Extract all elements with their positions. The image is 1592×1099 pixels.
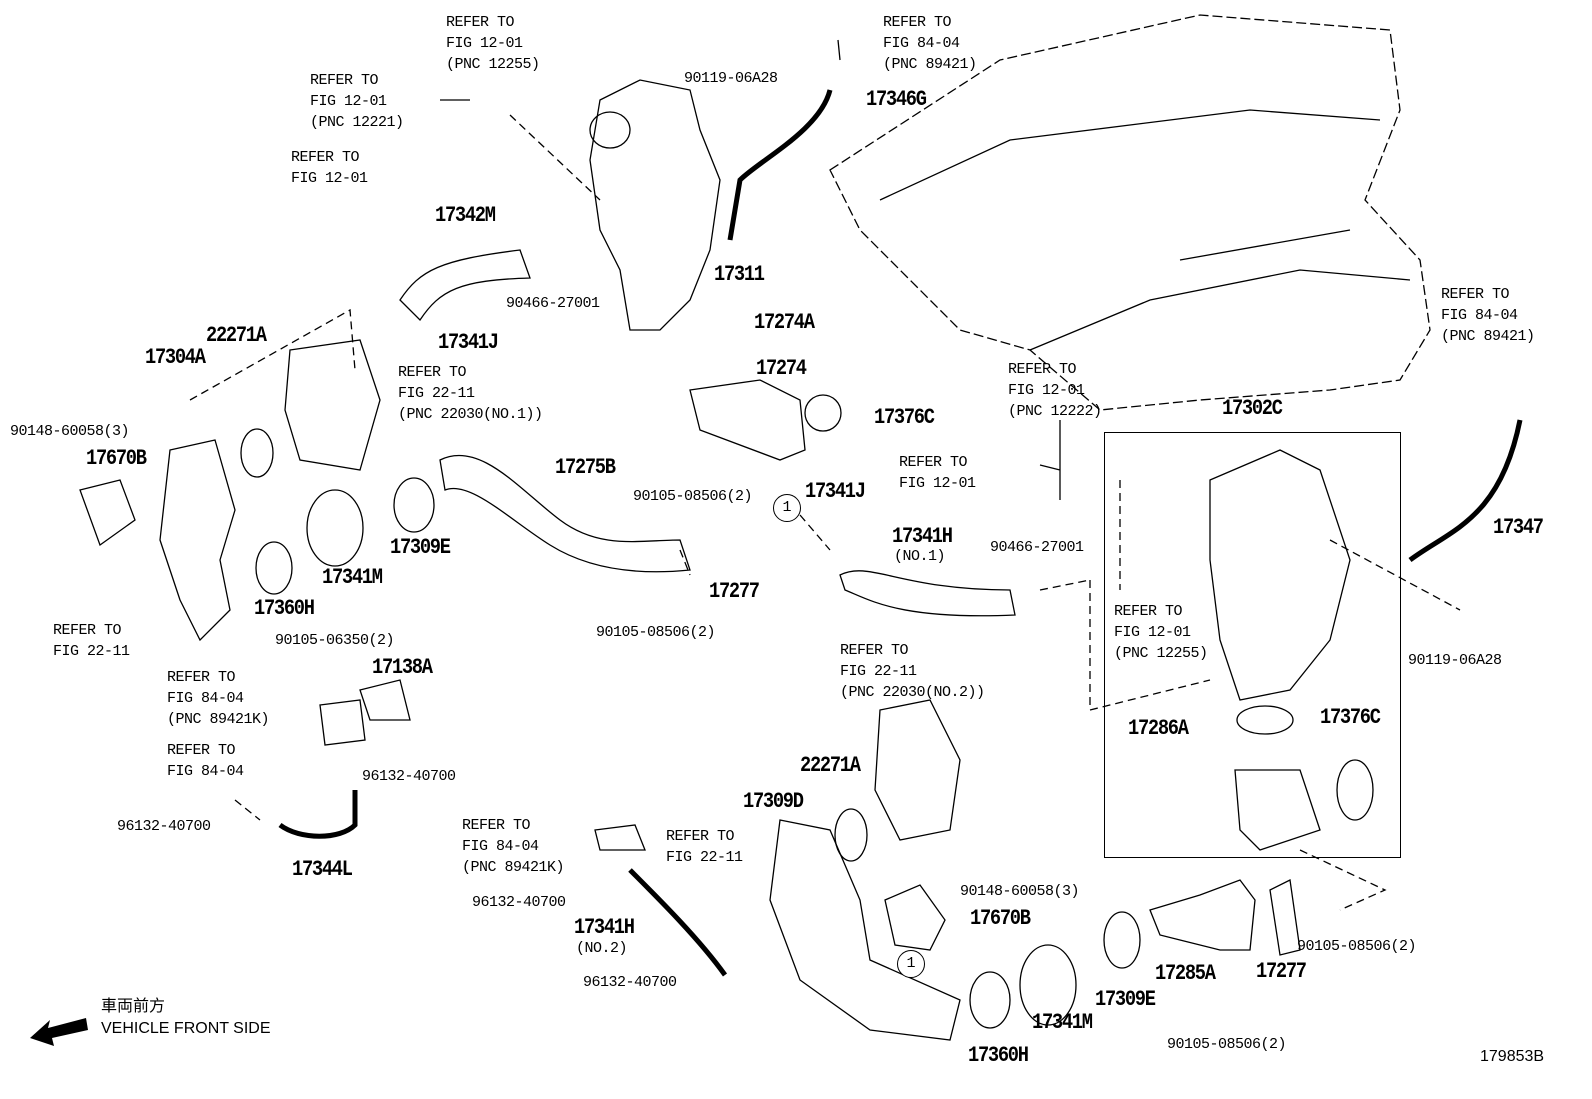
ref-label: REFER TO FIG 22-11 (PNC 22030(NO.1)) <box>398 364 543 423</box>
ref-label: REFER TO FIG 84-04 (PNC 89421) <box>1441 286 1535 345</box>
part-label[interactable]: 17341J <box>805 479 866 504</box>
part-label[interactable]: 17309D <box>743 789 804 814</box>
part-label[interactable]: 90119-06A28 <box>1408 652 1502 669</box>
part-label[interactable]: 17311 <box>714 262 765 287</box>
part-label[interactable]: 90105-06350(2) <box>275 632 395 649</box>
part-label[interactable]: 17138A <box>372 655 433 680</box>
ref-label: REFER TO FIG 84-04 (PNC 89421K) <box>462 817 565 876</box>
callout-marker: 1 <box>897 950 925 978</box>
part-label[interactable]: 17360H <box>968 1043 1029 1068</box>
ref-label: REFER TO FIG 22-11 (PNC 22030(NO.2)) <box>840 642 985 701</box>
ref-label: REFER TO FIG 22-11 <box>666 828 743 866</box>
illustration-code: 179853B <box>1480 1048 1545 1065</box>
engine-outline <box>829 14 1431 411</box>
part-label[interactable]: 17309E <box>1095 987 1156 1012</box>
part-label[interactable]: 17341H <box>892 524 953 549</box>
part-label[interactable]: 17342M <box>435 203 496 228</box>
part-label[interactable]: 17341H <box>574 915 635 940</box>
ref-label: REFER TO FIG 12-01 (PNC 12255) <box>1114 603 1208 662</box>
part-label[interactable]: 96132-40700 <box>583 974 677 991</box>
part-label[interactable]: 17346G <box>866 87 927 112</box>
part-label[interactable]: 96132-40700 <box>117 818 211 835</box>
vehicle-front-side-legend: 車両前方 VEHICLE FRONT SIDE <box>101 998 271 1037</box>
assembly-17302c-frame <box>1104 432 1401 858</box>
arrow-left-icon <box>30 1018 88 1046</box>
part-note: (NO.1) <box>894 548 946 565</box>
ref-label: REFER TO FIG 84-04 (PNC 89421K) <box>167 669 270 728</box>
part-label[interactable]: 17376C <box>1320 705 1381 730</box>
ref-label: REFER TO FIG 12-01 <box>899 454 976 492</box>
part-label[interactable]: 22271A <box>800 753 861 778</box>
part-label[interactable]: 90105-08506(2) <box>1297 938 1417 955</box>
part-label[interactable]: 17360H <box>254 596 315 621</box>
part-label[interactable]: 17341M <box>322 565 383 590</box>
part-label[interactable]: 90148-60058(3) <box>960 883 1080 900</box>
part-label[interactable]: 17274A <box>754 310 815 335</box>
callout-marker: 1 <box>773 494 801 522</box>
ref-label: REFER TO FIG 84-04 (PNC 89421) <box>883 14 977 73</box>
part-label[interactable]: 90105-08506(2) <box>596 624 716 641</box>
part-label[interactable]: 17277 <box>1256 959 1307 984</box>
part-label[interactable]: 17275B <box>555 455 616 480</box>
part-label[interactable]: 17302C <box>1222 396 1283 421</box>
water-pump-housing <box>589 79 721 331</box>
part-label[interactable]: 90466-27001 <box>506 295 600 312</box>
part-label[interactable]: 17670B <box>970 906 1031 931</box>
part-label[interactable]: 17304A <box>145 345 206 370</box>
part-label[interactable]: 17347 <box>1493 515 1544 540</box>
part-label[interactable]: 17286A <box>1128 716 1189 741</box>
ref-label: REFER TO FIG 84-04 <box>167 742 244 780</box>
part-label[interactable]: 17376C <box>874 405 935 430</box>
part-label[interactable]: 17309E <box>390 535 451 560</box>
part-label[interactable]: 90466-27001 <box>990 539 1084 556</box>
ref-label: REFER TO FIG 12-01 <box>291 149 368 187</box>
part-label[interactable]: 90105-08506(2) <box>1167 1036 1287 1053</box>
part-label[interactable]: 17670B <box>86 446 147 471</box>
part-label[interactable]: 96132-40700 <box>362 768 456 785</box>
part-label[interactable]: 90119-06A28 <box>684 70 778 87</box>
part-label[interactable]: 17277 <box>709 579 760 604</box>
part-label[interactable]: 90105-08506(2) <box>633 488 753 505</box>
hose-17342m <box>399 249 531 322</box>
part-label[interactable]: 90148-60058(3) <box>10 423 130 440</box>
part-label[interactable]: 22271A <box>206 323 267 348</box>
ref-label: REFER TO FIG 12-01 (PNC 12222) <box>1008 361 1102 420</box>
ref-label: REFER TO FIG 12-01 (PNC 12255) <box>446 14 540 73</box>
ref-label: REFER TO FIG 12-01 (PNC 12221) <box>310 72 404 131</box>
part-note: (NO.2) <box>576 940 628 957</box>
part-label[interactable]: 96132-40700 <box>472 894 566 911</box>
ref-label: REFER TO FIG 22-11 <box>53 622 130 660</box>
part-label[interactable]: 17341M <box>1032 1010 1093 1035</box>
part-label[interactable]: 17274 <box>756 356 807 381</box>
hose-17275b <box>439 454 691 573</box>
part-label[interactable]: 17344L <box>292 857 353 882</box>
part-label[interactable]: 17285A <box>1155 961 1216 986</box>
part-label[interactable]: 17341J <box>438 330 499 355</box>
